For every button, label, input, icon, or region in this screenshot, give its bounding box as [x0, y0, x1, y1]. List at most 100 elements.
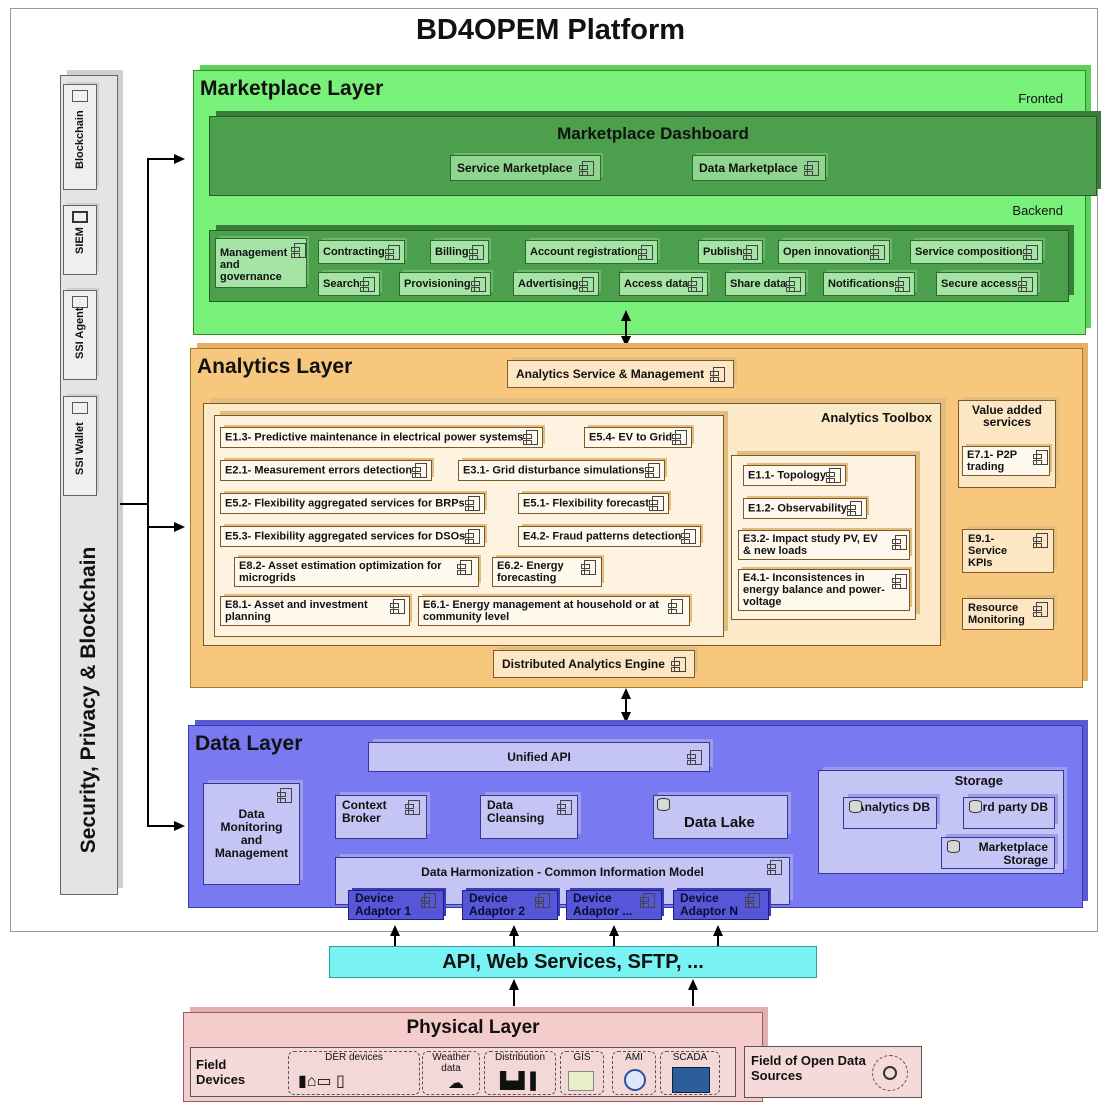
component-icon: [644, 463, 660, 478]
backend-secure-access: Secure access: [936, 272, 1038, 296]
component-icon: [390, 599, 405, 614]
distributed-analytics-engine: Distributed Analytics Engine: [493, 650, 696, 678]
component-icon: [668, 599, 683, 614]
component-icon: [457, 560, 472, 575]
arrowhead: [621, 712, 631, 723]
database-icon: [969, 800, 982, 813]
component-icon: [649, 496, 664, 511]
ssi-agent-label: SSI Agent: [74, 307, 86, 359]
marketplace-dashboard: Marketplace Dashboard Service Marketplac…: [209, 116, 1097, 196]
use-case-e5-1: E5.1- Flexibility forecast: [518, 493, 669, 514]
component-icon: [468, 244, 484, 260]
backend-account-registration: Account registration: [525, 240, 658, 264]
component-icon: [767, 860, 782, 875]
backend-publish: Publish: [698, 240, 763, 264]
backend-notifications: Notifications: [823, 272, 915, 296]
arrow-to-analytics: [147, 526, 175, 528]
component-icon: [412, 463, 428, 478]
open-data-box: [742, 1047, 743, 1048]
component-icon: [384, 244, 400, 260]
ssi-wallet-box: SSI Wallet: [63, 396, 97, 496]
component-icon: [465, 529, 481, 544]
distribution-icon: ▙▟▐: [500, 1073, 536, 1090]
component-icon: [72, 296, 88, 308]
analytics-data-connector: [625, 697, 627, 715]
arrowhead: [174, 154, 185, 164]
component-icon: [72, 90, 88, 102]
arrowhead: [688, 979, 698, 990]
device-adaptor-2: Device Adaptor 2: [462, 890, 558, 920]
data-cleansing: Data Cleansing: [480, 795, 578, 839]
value-added-title: Value added services: [971, 403, 1043, 429]
dashboard-title: Marketplace Dashboard: [557, 124, 749, 143]
arrowhead: [509, 979, 519, 990]
component-icon: [804, 161, 820, 177]
component-icon: [578, 161, 594, 177]
arrowhead: [609, 925, 619, 936]
physical-title: Physical Layer: [406, 1017, 540, 1038]
use-case-e4-2: E4.2- Fraud patterns detection: [518, 526, 702, 547]
scada-screen-icon: [672, 1067, 710, 1093]
backend-provisioning: Provisioning: [399, 272, 491, 296]
component-icon: [892, 535, 907, 550]
api-web-services-bar: API, Web Services, SFTP, ...: [329, 946, 817, 978]
backend-advertising: Advertising: [513, 272, 599, 296]
data-marketplace: Data Marketplace: [692, 155, 827, 181]
component-icon: [359, 276, 375, 292]
backend-management: Management and governance: [215, 238, 307, 288]
service-kpis: E9.1- Service KPIs: [962, 529, 1054, 573]
component-icon: [672, 430, 688, 445]
use-case-e1-3: E1.3- Predictive maintenance in electric…: [220, 427, 544, 448]
platform-title: BD4OPEM Platform: [415, 14, 686, 46]
component-icon: [523, 430, 539, 445]
weather-icon: ☁: [448, 1075, 464, 1092]
component-icon: [470, 276, 486, 292]
fronted-label: Fronted: [1018, 91, 1063, 106]
component-icon: [1033, 602, 1048, 617]
resource-monitoring: Resource Monitoring: [962, 598, 1054, 630]
use-case-e3-2: E3.2- Impact study PV, EV & new loads: [738, 530, 910, 560]
open-data-label: Field of Open Data Sources: [751, 1053, 866, 1083]
analytics-title: Analytics Layer: [197, 355, 353, 378]
api-to-adaptor-dots: [613, 934, 615, 946]
siem-label: SIEM: [74, 227, 86, 254]
device-adaptor-dots: Device Adaptor ...: [566, 890, 662, 920]
der-devices-group: DER devices: [288, 1051, 420, 1095]
component-icon: [1022, 244, 1038, 260]
toolbox-title: Analytics Toolbox: [821, 410, 932, 425]
unified-api: Unified API: [368, 742, 710, 772]
physical-to-api-right: [692, 988, 694, 1006]
use-case-e6-1: E6.1- Energy management at household or …: [418, 596, 690, 626]
use-case-e8-2: E8.2- Asset estimation optimization for …: [234, 557, 479, 587]
component-icon: [1033, 450, 1048, 465]
database-icon: [947, 840, 960, 853]
component-icon: [847, 501, 863, 516]
arrowhead: [621, 688, 631, 699]
api-to-adaptor-n: [717, 934, 719, 946]
component-icon: [421, 893, 436, 908]
weather-data-group: Weather data: [422, 1051, 480, 1095]
component-icon: [637, 244, 653, 260]
security-vertical-connector: [147, 158, 149, 826]
component-icon: [578, 276, 594, 292]
service-marketplace: Service Marketplace: [450, 155, 601, 181]
ssi-agent-box: SSI Agent: [63, 290, 97, 380]
siem-box: SIEM: [63, 205, 97, 275]
component-icon: [745, 893, 760, 908]
use-case-e2-1: E2.1- Measurement errors detection: [220, 460, 433, 481]
use-case-e3-1: E3.1- Grid disturbance simulations: [458, 460, 665, 481]
data-layer-title: Data Layer: [195, 732, 303, 755]
use-case-e5-4: E5.4- EV to Grid: [584, 427, 693, 448]
use-case-e5-3: E5.3- Flexibility aggregated services fo…: [220, 526, 486, 547]
marketplace-storage: Marketplace Storage: [941, 837, 1055, 869]
component-icon: [894, 276, 910, 292]
der-icons: ▮⌂▭ ▯: [298, 1073, 345, 1090]
backend-label: Backend: [1012, 203, 1063, 218]
use-case-e1-2: E1.2- Observability: [743, 498, 868, 519]
analytics-service-management: Analytics Service & Management: [507, 360, 735, 388]
network-icon: [872, 1055, 908, 1091]
backend-billing: Billing: [430, 240, 489, 264]
api-to-adaptor-1: [394, 934, 396, 946]
component-icon: [581, 560, 596, 575]
component-icon: [742, 244, 758, 260]
